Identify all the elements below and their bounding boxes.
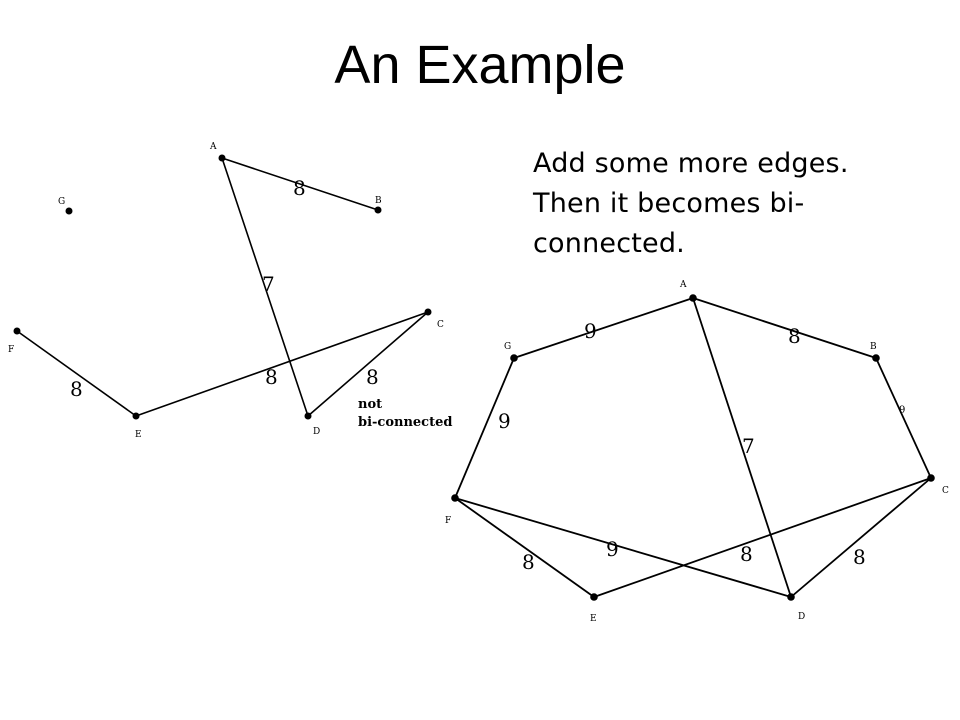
right-node-f — [451, 494, 459, 502]
left-node-g — [65, 207, 73, 215]
right-label-e: E — [590, 614, 598, 624]
left-weight-c-d: 8 — [366, 365, 379, 389]
left-node-e — [132, 412, 140, 420]
right-weight-b-c: 9 — [899, 405, 905, 416]
right-weight-a-d: 7 — [742, 434, 755, 458]
right-label-g: G — [504, 342, 512, 352]
right-edge-g-f — [454, 357, 515, 499]
left-edge-c-d — [307, 311, 429, 417]
right-edge-weights: 9 8 9 7 9 8 9 8 8 — [498, 319, 905, 574]
right-edge-e-c — [593, 477, 932, 598]
right-node-a — [689, 294, 697, 302]
right-weight-c-d: 8 — [853, 545, 866, 569]
left-label-d: D — [313, 427, 321, 437]
right-weight-e-c: 8 — [740, 542, 753, 566]
right-label-d: D — [798, 612, 806, 622]
left-node-d — [304, 412, 312, 420]
left-label-a: A — [209, 142, 218, 152]
right-edge-a-d — [692, 297, 792, 598]
note-line: not — [358, 397, 382, 412]
left-edge-e-c — [135, 311, 429, 417]
right-edge-g-a — [513, 297, 694, 359]
right-label-a: A — [679, 280, 688, 290]
right-nodes — [451, 294, 935, 601]
right-edge-a-b — [692, 297, 877, 359]
right-node-b — [872, 354, 880, 362]
left-label-e: E — [135, 430, 143, 440]
caption-text: Add some more edges. Then it becomes bi-… — [533, 144, 943, 264]
left-node-labels: A B C D E F G — [8, 142, 445, 440]
right-edge-b-c — [875, 357, 932, 479]
left-label-b: B — [375, 196, 383, 206]
left-node-a — [218, 154, 226, 162]
right-edge-f-d — [454, 497, 792, 598]
right-edge-f-e — [454, 497, 595, 598]
right-node-d — [787, 593, 795, 601]
right-weight-g-f: 9 — [498, 409, 511, 433]
left-edge-a-b — [221, 157, 379, 211]
left-node-b — [374, 206, 382, 214]
caption-line: connected. — [533, 228, 685, 259]
left-edge-f-e — [16, 330, 137, 417]
left-weight-e-c: 8 — [265, 365, 278, 389]
left-node-f — [13, 327, 21, 335]
caption-line: Then it becomes bi- — [533, 188, 805, 219]
left-weight-f-e: 8 — [70, 377, 83, 401]
right-node-e — [590, 593, 598, 601]
caption-line: Add some more edges. — [533, 148, 849, 179]
left-label-f: F — [8, 345, 15, 355]
right-node-c — [927, 474, 935, 482]
slide-title: An Example — [334, 35, 626, 95]
right-node-labels: A B C D E F G — [445, 280, 950, 624]
left-weight-a-d: 7 — [262, 272, 275, 296]
right-weight-a-b: 8 — [788, 324, 801, 348]
right-weight-f-e: 8 — [522, 550, 535, 574]
right-weight-g-a: 9 — [584, 319, 597, 343]
right-node-g — [510, 354, 518, 362]
left-node-c — [424, 308, 432, 316]
right-label-c: C — [942, 486, 950, 496]
note-line: bi-connected — [358, 415, 452, 430]
not-biconnected-note: not bi-connected — [358, 397, 452, 430]
left-label-c: C — [437, 320, 445, 330]
left-graph — [16, 157, 429, 417]
right-edge-c-d — [790, 477, 932, 598]
left-edge-weights: 8 7 8 8 8 — [70, 176, 379, 401]
right-label-b: B — [870, 342, 878, 352]
left-edge-a-d — [221, 157, 309, 417]
right-label-f: F — [445, 516, 452, 526]
left-weight-a-b: 8 — [293, 176, 306, 200]
left-label-g: G — [58, 197, 66, 207]
right-weight-f-d: 9 — [606, 537, 619, 561]
right-graph — [454, 297, 932, 598]
left-nodes — [13, 154, 432, 420]
